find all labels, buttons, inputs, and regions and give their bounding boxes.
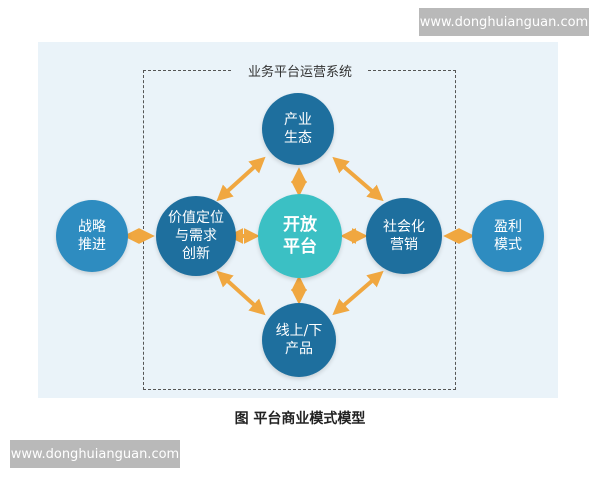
arrow-ecology-social bbox=[332, 156, 384, 202]
arrow-value-product bbox=[216, 270, 266, 316]
node-profit-model: 盈利 模式 bbox=[472, 200, 544, 272]
node-strategy: 战略 推进 bbox=[56, 200, 128, 272]
arrow-social-product bbox=[332, 270, 384, 316]
node-online-offline-product: 线上/下 产品 bbox=[262, 303, 336, 377]
arrow-ecology-value bbox=[216, 156, 266, 202]
node-value-innovation: 价值定位 与需求 创新 bbox=[156, 196, 236, 276]
watermark-top: www.donghuianguan.com bbox=[419, 8, 589, 36]
figure-caption: 图 平台商业模式模型 bbox=[234, 411, 366, 427]
node-social-marketing: 社会化 营销 bbox=[366, 198, 442, 274]
node-open-platform: 开放 平台 bbox=[258, 194, 342, 278]
watermark-bottom: www.donghuianguan.com bbox=[10, 440, 180, 468]
system-title: 业务平台运营系统 bbox=[232, 60, 368, 80]
node-industry-ecology: 产业 生态 bbox=[262, 93, 334, 165]
